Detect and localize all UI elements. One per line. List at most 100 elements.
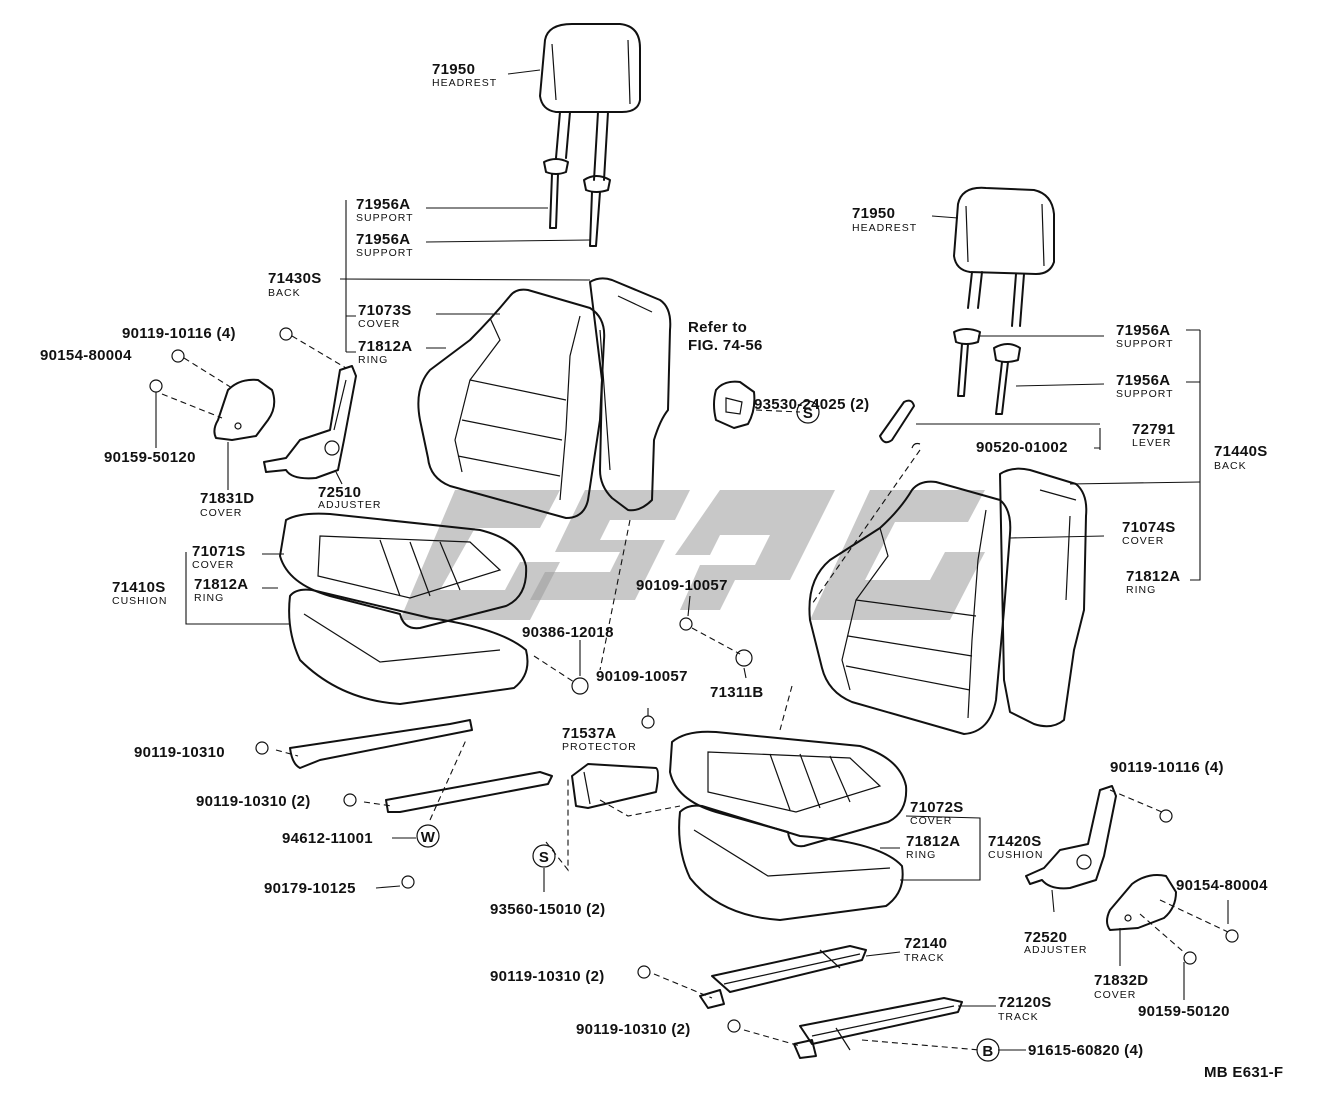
remote-switch [713,380,756,429]
label-71537a-protector: 71537A PROTECTOR [562,725,637,753]
label-71420s-cushion: 71420S CUSHION [988,833,1043,861]
svg-text:HEADREST: HEADREST [432,77,497,89]
headrest-right [953,186,1055,327]
protector [571,763,659,809]
svg-text:72120S: 72120S [998,994,1052,1011]
label-71831d-cover: 71831D COVER [200,490,254,519]
svg-text:ADJUSTER: ADJUSTER [318,499,381,511]
svg-text:71956A: 71956A [356,231,410,248]
svg-text:71440S: 71440S [1214,443,1268,460]
label-90109-10057-lower: 90109-10057 [596,668,688,685]
svg-text:71950: 71950 [432,61,475,78]
track-72120s [793,997,963,1059]
adjuster-left [263,365,357,480]
svg-text:PROTECTOR: PROTECTOR [562,741,637,753]
part-labels: 71950 HEADREST 71956A SUPPORT 71956A SUP… [40,61,1283,1081]
svg-text:SUPPORT: SUPPORT [1116,338,1174,350]
label-90119-10310-b: 90119-10310 (2) [196,793,311,810]
svg-text:CUSHION: CUSHION [988,849,1043,861]
label-90119-10310-c: 90119-10310 (2) [490,968,605,985]
seat-back-left [417,277,672,519]
svg-text:72510: 72510 [318,484,361,501]
svg-text:COVER: COVER [358,318,400,330]
label-71071s-cover: 71071S COVER [192,543,246,571]
svg-text:71073S: 71073S [358,302,412,319]
svg-text:LEVER: LEVER [1132,437,1171,449]
svg-text:RING: RING [1126,584,1156,596]
label-90520-01002: 90520-01002 [976,439,1068,456]
label-71812a-ring-right-1: 71812A RING [1126,568,1180,596]
track-72140 [699,945,867,1009]
svg-text:71071S: 71071S [192,543,246,560]
watermark-logo [400,490,985,620]
svg-text:71950: 71950 [852,205,895,222]
label-90119-10310-d: 90119-10310 (2) [576,1021,691,1038]
seat-back-right [808,467,1088,735]
svg-text:HEADREST: HEADREST [852,222,917,234]
label-72140-track: 72140 TRACK [904,935,947,964]
svg-text:71812A: 71812A [906,833,960,850]
svg-text:72140: 72140 [904,935,947,952]
label-71430s-back: 71430S BACK [268,270,322,299]
label-90154-80004-left: 90154-80004 [40,347,132,364]
label-90154-80004-right: 90154-80004 [1176,877,1268,894]
svg-text:RING: RING [906,849,936,861]
svg-text:CUSHION: CUSHION [112,595,167,607]
svg-text:71537A: 71537A [562,725,616,742]
label-72520-adjuster: 72520 ADJUSTER [1024,929,1086,956]
svg-text:71956A: 71956A [1116,322,1170,339]
svg-text:71420S: 71420S [988,833,1042,850]
label-71832d-cover: 71832D COVER [1094,972,1148,1001]
label-90179-10125: 90179-10125 [264,880,356,897]
svg-text:71956A: 71956A [356,196,410,213]
svg-text:SUPPORT: SUPPORT [356,212,414,224]
svg-text:71831D: 71831D [200,490,254,507]
label-90386-12018: 90386-12018 [522,624,614,641]
svg-text:BACK: BACK [1214,460,1247,472]
label-72510-adjuster: 72510 ADJUSTER [318,484,381,511]
callout-letter: S [539,849,549,866]
svg-text:72520: 72520 [1024,929,1067,946]
callout-s-93530: S [796,400,820,424]
label-71812a-ring-right-2: 71812A RING [906,833,960,861]
callout-w-94612: W [416,824,440,848]
svg-text:COVER: COVER [1094,989,1136,1001]
svg-text:RING: RING [194,592,224,604]
label-71073s-cover: 71073S COVER [358,302,412,330]
label-72120s-track: 72120S TRACK [998,994,1052,1023]
label-71956a-support-right-2: 71956A SUPPORT [1116,372,1173,400]
label-90119-10116-right: 90119-10116 (4) [1110,759,1224,776]
label-refer-fig: Refer to FIG. 74-56 [688,319,762,354]
callout-letter: B [982,1043,993,1060]
svg-text:71410S: 71410S [112,579,166,596]
label-90159-50120-right: 90159-50120 [1138,1003,1230,1020]
label-71410s-cushion: 71410S CUSHION [112,579,167,607]
svg-text:BACK: BACK [268,287,301,299]
lever-right [879,399,921,449]
svg-text:71430S: 71430S [268,270,322,287]
svg-text:COVER: COVER [192,559,234,571]
callout-s-93560: S [532,844,556,868]
callout-letter: W [421,829,436,846]
label-90159-50120-left: 90159-50120 [104,449,196,466]
svg-text:71832D: 71832D [1094,972,1148,989]
svg-text:TRACK: TRACK [904,952,945,964]
label-71956a-support-left-1: 71956A SUPPORT [356,196,414,224]
track-rails-left [289,719,553,813]
label-71950-headrest-left: 71950 HEADREST [432,61,497,89]
drawing-id: MB E631-F [1204,1064,1283,1081]
label-71956a-support-right-1: 71956A SUPPORT [1116,322,1174,350]
label-72791-lever: 72791 LEVER [1132,421,1175,449]
label-71812a-ring-left-1: 71812A RING [358,338,412,366]
label-94612-11001: 94612-11001 [282,830,373,847]
svg-text:RING: RING [358,354,388,366]
label-71956a-support-left-2: 71956A SUPPORT [356,231,414,259]
svg-text:COVER: COVER [910,815,952,827]
headrest-left [539,23,641,181]
svg-text:TRACK: TRACK [998,1011,1039,1023]
svg-text:71812A: 71812A [358,338,412,355]
recliner-cover-right [1106,874,1177,931]
svg-text:SUPPORT: SUPPORT [356,247,414,259]
label-71311b: 71311B [710,684,764,701]
